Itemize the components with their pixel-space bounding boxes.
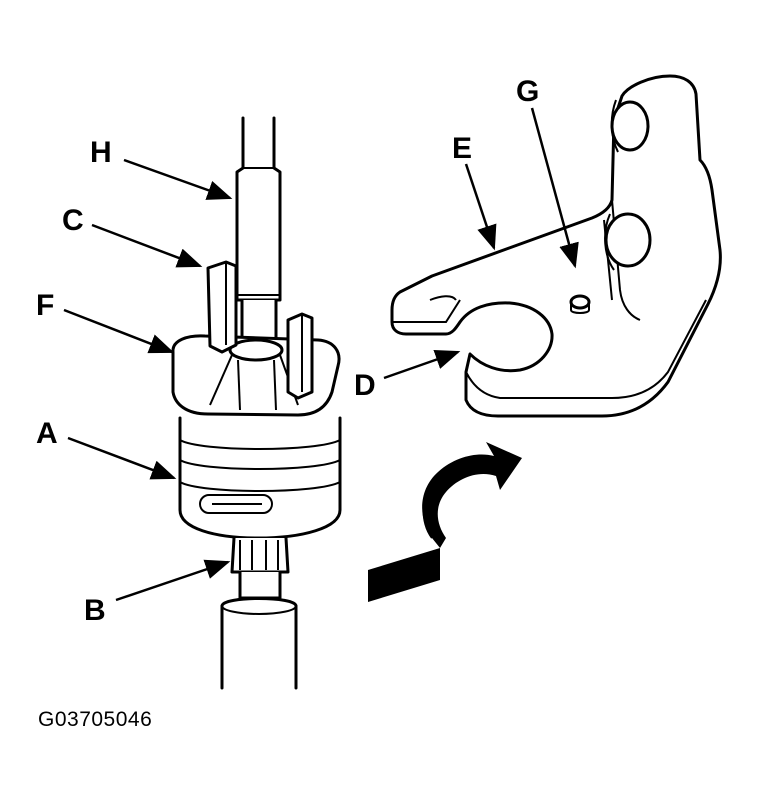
callout-h: H	[90, 136, 112, 169]
leader-g	[530, 107, 579, 269]
callout-c: C	[62, 204, 84, 237]
callout-a: A	[36, 417, 58, 450]
leader-arrows	[63, 107, 579, 602]
leader-b	[115, 559, 231, 602]
callout-f: F	[36, 289, 54, 322]
leader-h	[123, 158, 233, 200]
lower-cable	[220, 597, 298, 690]
callout-g: G	[516, 75, 539, 108]
leader-f	[63, 308, 175, 354]
nut-b	[230, 536, 290, 600]
figure-id: G03705046	[38, 708, 153, 731]
callout-b: B	[84, 594, 106, 627]
leader-d	[383, 350, 461, 380]
clip-f	[171, 334, 341, 417]
leader-a	[67, 436, 177, 480]
callout-d: D	[354, 369, 376, 402]
callout-e: E	[452, 132, 472, 165]
tab-right	[286, 312, 314, 400]
cable-h	[235, 116, 282, 344]
cable-assembly	[171, 116, 342, 690]
tab-c	[206, 260, 238, 354]
bracket-e	[390, 74, 722, 418]
collar-a	[178, 416, 342, 540]
leader-c	[91, 223, 203, 268]
leader-e	[464, 163, 497, 251]
rotation-arrow-icon	[368, 442, 522, 602]
